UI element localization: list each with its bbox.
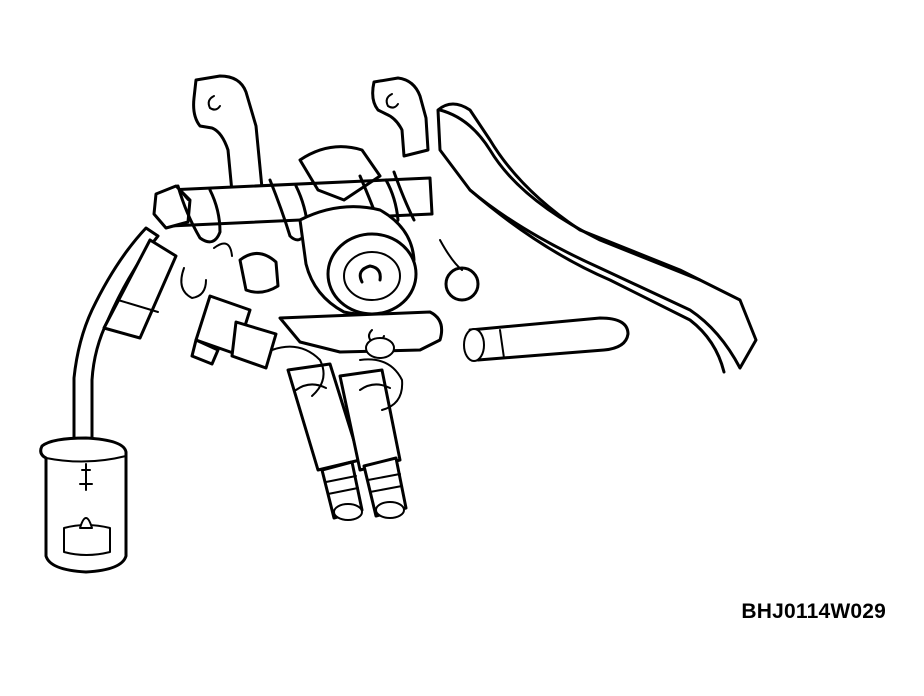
- figure-code: BHJ0114W029: [741, 600, 886, 623]
- fuel-hose-right: [436, 102, 758, 374]
- pressure-regulator: [298, 145, 418, 316]
- drain-pipe: [72, 226, 178, 442]
- injector-left-2: [230, 252, 280, 370]
- injector-bulb-right: [439, 239, 480, 302]
- connector-bracket: [278, 310, 444, 359]
- injector-bottom-left: [286, 362, 364, 521]
- right-mounting-bracket: [371, 76, 430, 158]
- injector-bottom-right: [338, 368, 408, 519]
- left-mounting-bracket: [192, 74, 264, 194]
- vacuum-hose: [463, 316, 630, 362]
- beaker: [39, 436, 128, 574]
- wire-harness: [180, 242, 404, 411]
